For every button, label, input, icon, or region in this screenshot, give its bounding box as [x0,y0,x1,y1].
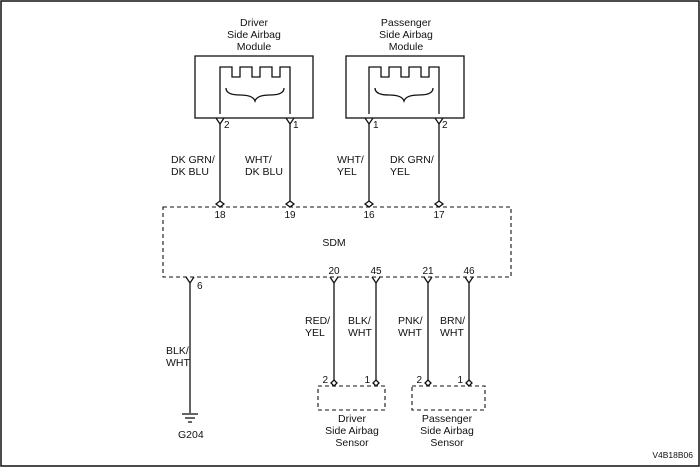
sdm-terminal-20 [329,276,339,285]
pin-passenger-module-1: 1 [373,120,379,131]
wire-label-6b: YEL [305,327,325,339]
upper-wires: DK GRN/ DK BLU WHT/ DK BLU WHT/ YEL DK G… [171,124,440,201]
sdm-terminal-18 [214,200,226,208]
wire-label-5b: WHT [166,357,190,369]
ground-g204: G204 [178,413,204,441]
sdm-terminal-6 [185,276,195,285]
passenger-sensor-label-2: Side Airbag [420,425,474,437]
driver-airbag-sensor: 2 1 Driver Side Airbag Sensor [317,375,386,449]
passenger-airbag-sensor: 2 1 Passenger Side Airbag Sensor [411,375,486,449]
sdm-box [162,206,512,278]
pin-passenger-sensor-2: 2 [416,375,422,386]
pin-sdm-18: 18 [214,210,226,221]
driver-module-box [194,55,314,119]
pin-passenger-sensor-1: 1 [457,375,463,386]
wire-label-1b: DK BLU [171,166,209,178]
wire-label-2a: WHT/ [245,154,272,166]
sdm-terminal-16 [363,200,375,208]
wire-label-8b: WHT [398,327,422,339]
wire-label-4b: YEL [390,166,410,178]
passenger-sensor-label-3: Sensor [430,437,464,449]
sdm-terminal-46 [464,276,474,285]
driver-sensor-terminal-1 [372,379,380,387]
driver-module-inflator-symbol [219,66,291,90]
passenger-module-brace-symbol [374,87,434,104]
driver-sensor-label-1: Driver [338,413,367,425]
driver-airbag-module: Driver Side Airbag Module [194,17,314,119]
wire-label-4a: DK GRN/ [390,154,434,166]
sdm-terminal-21 [423,276,433,285]
driver-sensor-label-2: Side Airbag [325,425,379,437]
sdm-terminal-19 [284,200,296,208]
driver-module-label-1: Driver [240,17,269,29]
pin-driver-module-1: 1 [293,120,299,131]
pin-sdm-45: 45 [370,266,382,277]
terminal-passenger-1 [364,117,374,126]
pin-sdm-6: 6 [197,281,203,292]
driver-module-label-2: Side Airbag [227,29,281,41]
pin-sdm-46: 46 [463,266,475,277]
passenger-sensor-label-1: Passenger [422,413,473,425]
wire-label-3a: WHT/ [337,154,364,166]
pin-sdm-21: 21 [422,266,434,277]
sdm-terminal-17 [433,200,445,208]
passenger-module-label-1: Passenger [381,17,432,29]
figure-code: V4B18B06 [652,450,693,460]
passenger-sensor-terminal-1 [465,379,473,387]
wire-label-2b: DK BLU [245,166,283,178]
pin-sdm-16: 16 [363,210,375,221]
passenger-module-label-2: Side Airbag [379,29,433,41]
passenger-module-box [345,55,465,119]
driver-sensor-label-3: Sensor [335,437,369,449]
driver-module-label-3: Module [237,41,272,53]
module-connector-terminals: 2 1 1 2 [215,117,448,131]
sdm-terminal-45 [371,276,381,285]
pin-passenger-module-2: 2 [442,120,448,131]
passenger-module-label-3: Module [389,41,424,53]
pin-driver-sensor-1: 1 [364,375,370,386]
driver-sensor-box [317,385,386,411]
driver-module-brace-symbol [225,87,285,104]
wire-label-7a: BLK/ [348,315,371,327]
pin-sdm-17: 17 [433,210,445,221]
terminal-driver-2 [215,117,225,126]
wire-label-9a: BRN/ [440,315,465,327]
lower-wires: BLK/ WHT RED/ YEL BLK/ WHT PNK/ WHT BRN/… [166,283,470,413]
wire-label-9b: WHT [440,327,464,339]
ground-label: G204 [178,429,204,441]
sdm-module: SDM 18 19 16 17 20 45 21 46 6 [162,200,512,292]
driver-sensor-terminal-2 [330,379,338,387]
pin-sdm-19: 19 [284,210,296,221]
passenger-module-inflator-symbol [368,66,440,90]
wire-label-7b: WHT [348,327,372,339]
pin-driver-sensor-2: 2 [322,375,328,386]
passenger-sensor-terminal-2 [424,379,432,387]
wire-label-8a: PNK/ [398,315,423,327]
pin-driver-module-2: 2 [224,120,230,131]
wire-label-6a: RED/ [305,315,330,327]
wire-label-5a: BLK/ [166,345,189,357]
passenger-airbag-module: Passenger Side Airbag Module [345,17,465,119]
wire-label-3b: YEL [337,166,357,178]
pin-sdm-20: 20 [328,266,340,277]
passenger-sensor-box [411,385,486,411]
sdm-label: SDM [322,237,345,249]
wire-label-1a: DK GRN/ [171,154,215,166]
